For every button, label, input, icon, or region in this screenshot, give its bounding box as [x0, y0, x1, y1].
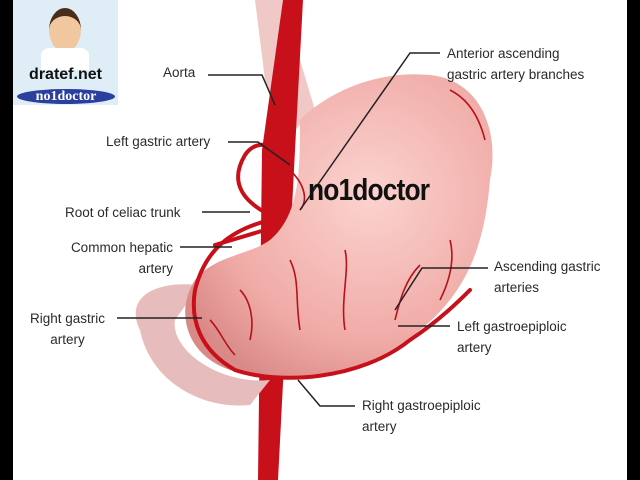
logo-brand: no1doctor: [17, 89, 115, 104]
doctor-coat: [41, 48, 89, 70]
label-common-hepatic-artery: Common hepatic artery: [55, 237, 173, 279]
leader-line-aorta: [208, 74, 276, 106]
label-line-1: Common hepatic: [70, 240, 173, 255]
artery-branch: [449, 89, 486, 141]
artery-branch: [289, 259, 301, 331]
leader-line-left-gastric: [228, 141, 291, 166]
arteries: [191, 142, 472, 380]
stomach: [185, 74, 493, 377]
artery-branch: [439, 239, 453, 301]
gastroepiploic-arcade: [191, 218, 472, 380]
left-gastric-artery: [236, 142, 292, 217]
label-anterior-ascending-gastric-artery-branches: Anterior ascending gastric artery branch…: [447, 43, 584, 85]
artery-branch: [342, 249, 348, 331]
label-left-gastroepiploic-artery: Left gastroepiploic artery: [457, 316, 567, 358]
logo-site: dratef.net: [29, 66, 102, 83]
label-line-1: Anterior ascending: [447, 46, 560, 61]
leader-line-right-gastroepiploic: [297, 379, 355, 407]
label-right-gastroepiploic-artery: Right gastroepiploic artery: [362, 395, 481, 437]
leader-line-anterior: [299, 52, 440, 211]
label-aorta: Aorta: [163, 65, 196, 80]
label-line-2: artery: [362, 419, 397, 434]
label-line-1: Left gastroepiploic: [457, 319, 567, 334]
artery-branch: [209, 319, 236, 356]
logo: dratef.net no1doctor: [13, 0, 118, 105]
watermark: no1doctor: [308, 172, 430, 207]
artery-branches: [209, 89, 486, 356]
label-ascending-gastric-arteries: Ascending gastric arteries: [494, 256, 601, 298]
label-left-gastric-artery: Left gastric artery: [106, 134, 211, 149]
doctor-avatar-icon: [49, 8, 81, 52]
label-right-gastric-artery: Right gastric artery: [25, 308, 110, 350]
letterbox-right: [627, 0, 640, 480]
leader-lines: [117, 52, 488, 407]
label-line-1: Right gastroepiploic: [362, 398, 481, 413]
duodenum: [135, 284, 270, 406]
common-hepatic-artery: [213, 228, 267, 247]
label-root-of-celiac-trunk: Root of celiac trunk: [65, 205, 181, 220]
leader-line-ascending: [394, 267, 488, 311]
artery-branch: [394, 264, 421, 321]
label-line-1: Right gastric: [29, 311, 106, 326]
label-line-2: artery: [457, 340, 492, 355]
label-line-1: Ascending gastric: [494, 259, 601, 274]
label-line-2: artery: [50, 332, 85, 347]
letterbox-left: [0, 0, 13, 480]
label-line-2: gastric artery branches: [447, 67, 585, 82]
artery-branch: [239, 289, 253, 341]
label-line-2: arteries: [494, 280, 540, 295]
label-line-2: artery: [138, 261, 173, 276]
